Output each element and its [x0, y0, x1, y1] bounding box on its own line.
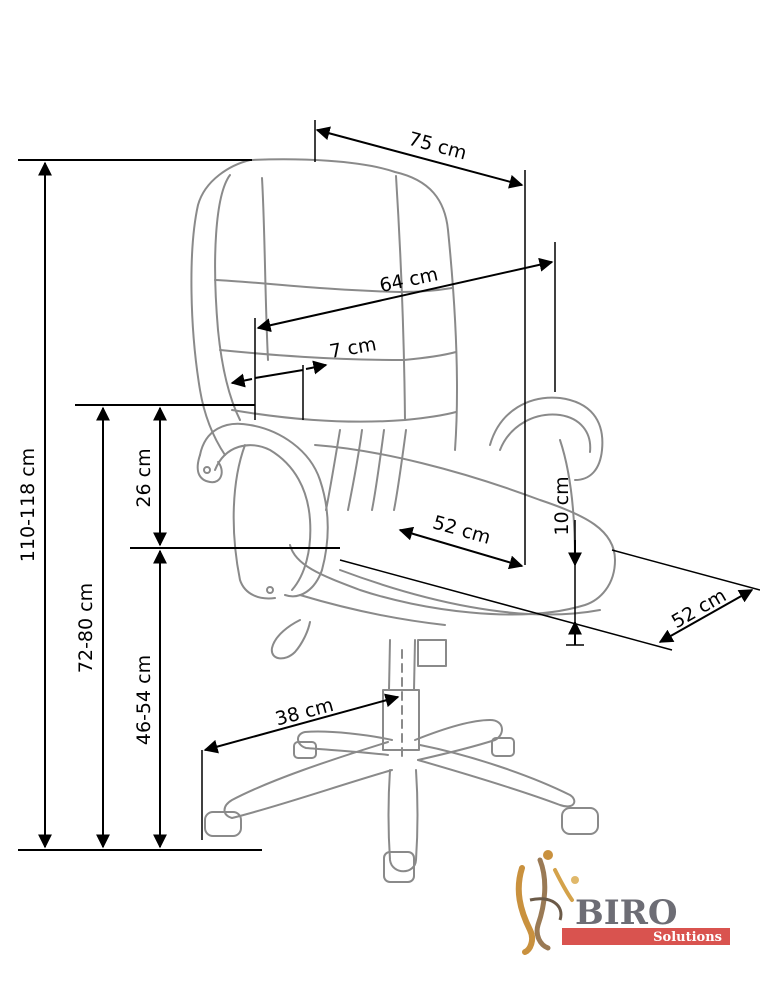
label-seat-height: 46-54 cm — [133, 655, 155, 745]
left-armrest-bolt — [203, 466, 211, 474]
label-armrest-above-seat: 26 cm — [133, 448, 155, 507]
backrest-top — [249, 158, 459, 451]
backrest-inner-left — [214, 174, 241, 421]
gas-lift-top — [417, 639, 447, 667]
label-base-radius: 38 cm — [273, 694, 336, 731]
seat-front — [339, 569, 601, 616]
seat-cushion — [289, 444, 616, 616]
left-armrest-bolt-2 — [266, 586, 274, 594]
logo-tagline-bar — [562, 928, 730, 945]
caster-back-left — [293, 741, 317, 759]
backrest-outer — [190, 159, 251, 456]
backrest-inner-left2 — [261, 177, 269, 361]
caster-back-right — [491, 737, 515, 757]
seat-base — [299, 594, 446, 626]
backrest-center-line — [395, 175, 406, 421]
seat-depth-line — [398, 526, 524, 570]
base-arm-left — [223, 741, 393, 819]
right-armrest — [489, 396, 604, 481]
backrest-panel-3 — [231, 409, 457, 423]
seat-stitch-4 — [393, 429, 407, 511]
backrest-thickness-line-c — [305, 360, 328, 375]
label-armrest-height: 72-80 cm — [75, 583, 97, 673]
left-support — [232, 444, 276, 600]
backrest-panel-2 — [219, 349, 457, 361]
left-armrest-top — [199, 422, 329, 598]
total-width-line — [315, 126, 524, 189]
caster-left — [204, 811, 242, 837]
biro-logo: BIRO Solutions — [515, 850, 730, 955]
logo-tagline: Solutions — [653, 930, 722, 945]
left-armrest-end — [196, 454, 223, 484]
dimension-lines — [18, 120, 760, 851]
base-arm-back-left — [297, 730, 393, 756]
label-total-height: 110-118 cm — [17, 448, 39, 562]
caster-front — [383, 851, 415, 883]
seat-stitch-2 — [347, 429, 363, 511]
base-radius-line — [203, 693, 400, 754]
seat-stitch-3 — [371, 429, 385, 511]
base-arm-right — [417, 744, 576, 808]
label-seat-depth: 52 cm — [430, 512, 493, 549]
label-adjust-range: 10 cm — [551, 476, 573, 535]
right-armrest-inner — [499, 413, 592, 453]
label-backrest-thickness: 7 cm — [328, 333, 378, 363]
backrest-thickness-line-a — [230, 373, 253, 388]
dimension-labels: 110-118 cm 72-80 cm 46-54 cm 26 cm 75 cm… — [17, 128, 730, 745]
logo-name: BIRO — [575, 893, 678, 933]
label-total-width: 75 cm — [406, 128, 469, 165]
total-depth-line — [658, 589, 754, 643]
base-arm-back-right — [414, 719, 503, 761]
caster-right — [561, 807, 599, 835]
brushes-icon — [515, 850, 579, 955]
mechanism-lever — [270, 619, 311, 660]
left-armrest-inner — [214, 444, 312, 591]
label-total-depth: 52 cm — [668, 584, 730, 633]
chair-outline — [190, 158, 616, 883]
backrest-thickness-line-b — [254, 369, 304, 379]
base-arm-front — [387, 769, 419, 873]
seat-stitch-1 — [325, 429, 341, 511]
seat-width-line — [256, 257, 554, 333]
